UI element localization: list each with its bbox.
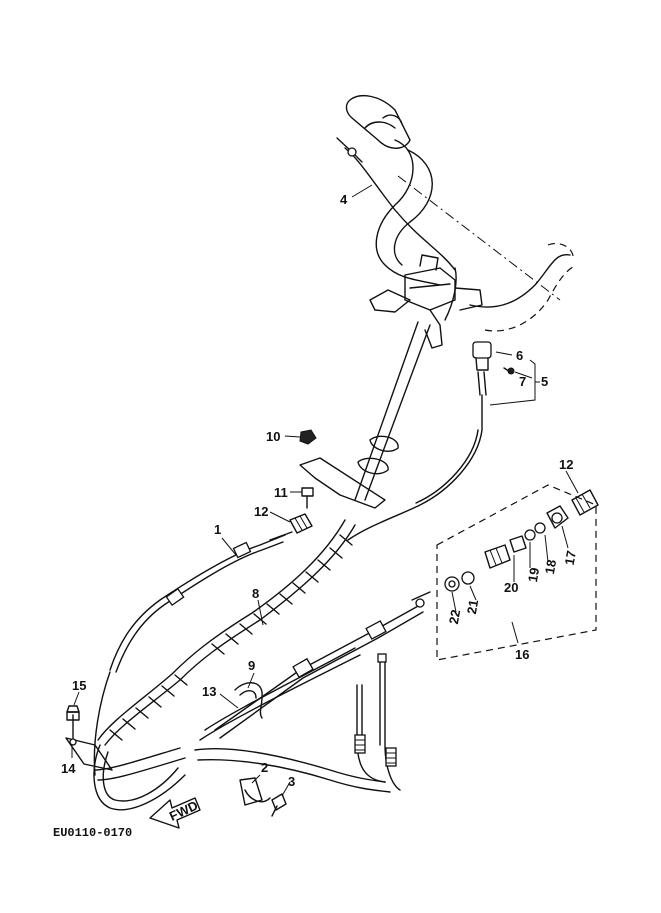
label-part-16: 16 [515, 647, 529, 662]
label-part-13: 13 [202, 684, 216, 699]
label-part-21: 21 [464, 598, 481, 615]
handlebar [375, 139, 576, 332]
label-part-15: 15 [72, 678, 86, 693]
cable-1 [109, 531, 293, 673]
part-labels: 1 2 3 4 5 6 7 8 9 10 11 12 12 13 14 15 1… [61, 192, 579, 789]
label-part-17: 17 [562, 549, 579, 566]
label-part-7: 7 [519, 374, 526, 389]
label-part-19: 19 [525, 566, 542, 583]
label-part-11: 11 [274, 485, 288, 500]
label-part-14: 14 [61, 761, 76, 776]
drawing-code: EU0110-0170 [53, 826, 132, 840]
lower-cables [93, 647, 391, 811]
label-part-2: 2 [261, 760, 268, 775]
label-part-5: 5 [541, 374, 548, 389]
forward-arrow: FWD [149, 797, 201, 829]
label-part-9: 9 [248, 658, 255, 673]
label-part-12-left: 12 [254, 504, 268, 519]
label-part-4: 4 [340, 192, 348, 207]
steering-column [299, 321, 431, 509]
label-part-8: 8 [252, 586, 259, 601]
small-parts [289, 429, 317, 534]
cable-clip [234, 682, 263, 719]
handlebar-clamp [369, 254, 483, 349]
label-part-3: 3 [288, 774, 295, 789]
label-part-6: 6 [516, 348, 523, 363]
label-part-20: 20 [504, 580, 518, 595]
label-part-12-right: 12 [559, 457, 573, 472]
forward-arrow-label: FWD [167, 798, 200, 824]
label-part-10: 10 [266, 429, 280, 444]
throttle-cable [336, 137, 457, 321]
leader-lines [71, 184, 579, 797]
rods-and-springs [354, 653, 401, 791]
label-part-1: 1 [214, 522, 221, 537]
handlebar-grip [345, 94, 411, 149]
cable-bracket [65, 705, 113, 771]
choke-cable [347, 341, 515, 541]
label-part-22: 22 [446, 608, 463, 625]
spiral-wrap [97, 519, 356, 746]
assembly-parts [444, 489, 599, 592]
label-part-18: 18 [542, 558, 559, 575]
clamp-and-screw [239, 777, 287, 817]
assembly-16-box [436, 484, 597, 661]
